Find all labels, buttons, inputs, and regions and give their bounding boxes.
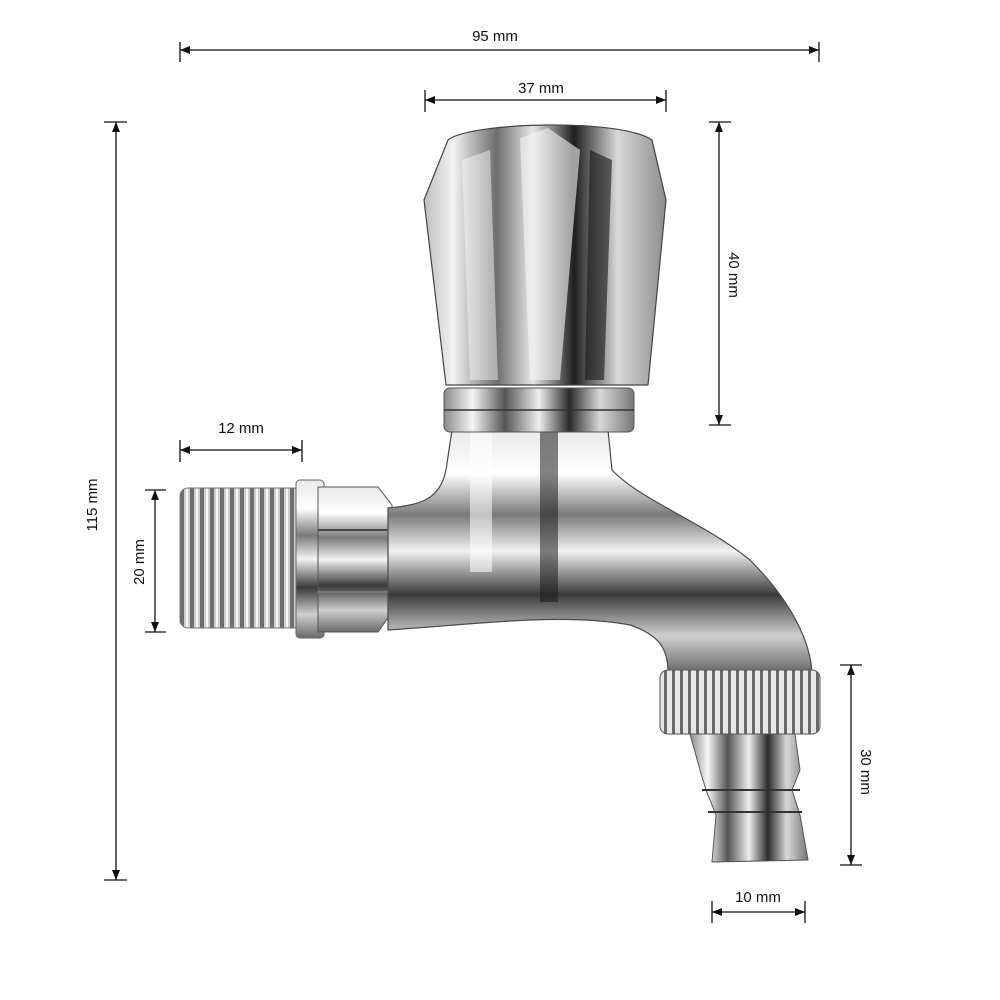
dimension-nozzle-height: 30 mm: [840, 664, 874, 866]
label-handle-width: 37 mm: [518, 80, 564, 97]
dimension-thread-length: 12 mm: [179, 420, 303, 462]
hex-body: [317, 486, 393, 633]
label-overall-height: 115 mm: [84, 478, 101, 531]
dimension-handle-width: 37 mm: [424, 80, 667, 112]
knurled-connector: [659, 669, 821, 735]
dimension-nozzle-diameter: 10 mm: [711, 889, 806, 923]
dimension-overall-height: 115 mm: [84, 121, 127, 881]
label-nozzle-height: 30 mm: [857, 749, 874, 795]
dimension-overall-width: 95 mm: [179, 28, 820, 62]
label-nozzle-diameter: 10 mm: [735, 889, 781, 906]
label-handle-height: 40 mm: [725, 252, 742, 298]
faucet-illustration: [179, 124, 821, 863]
inlet-thread: [179, 487, 303, 629]
label-thread-diameter: 20 mm: [131, 539, 148, 585]
dimension-handle-height: 40 mm: [709, 121, 742, 426]
hose-nozzle: [689, 733, 809, 863]
dimension-thread-diameter: 20 mm: [131, 489, 166, 633]
label-overall-width: 95 mm: [472, 28, 518, 45]
label-thread-length: 12 mm: [218, 420, 264, 437]
tap-body-spout: [387, 429, 813, 673]
